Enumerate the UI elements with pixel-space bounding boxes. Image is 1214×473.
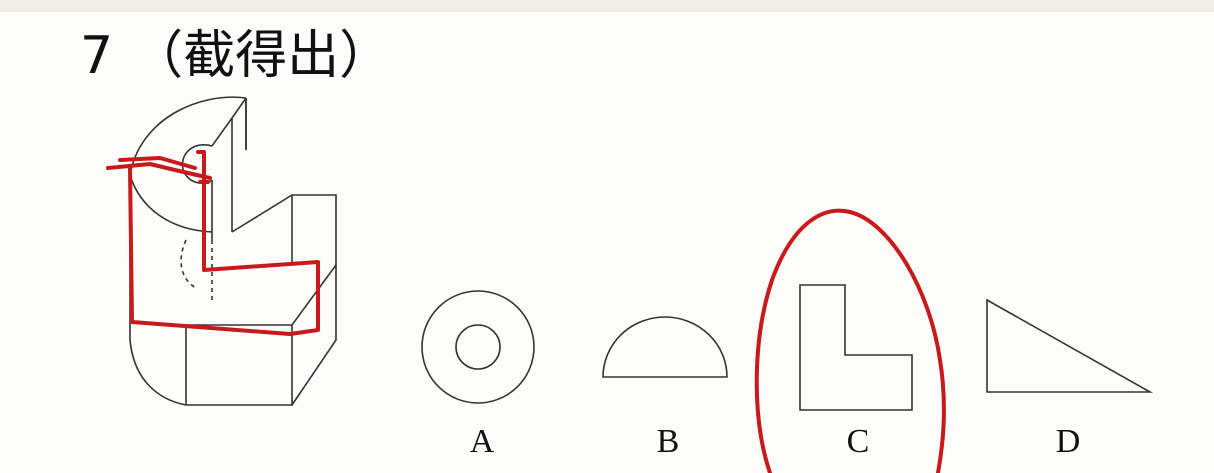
answer-circle-annotation (754, 208, 946, 473)
question-text: （截得出） (131, 26, 392, 86)
question-number: 7 (80, 26, 114, 86)
question-title: 7（截得出） (80, 30, 391, 82)
red-annotation-marks (106, 150, 320, 336)
option-b-label: B (657, 423, 680, 460)
top-edge-bar (0, 0, 1214, 12)
option-c-label: C (847, 423, 870, 460)
option-b-semicircle (602, 316, 728, 378)
option-d-right-triangle (986, 298, 1154, 393)
main-solid-diagram (129, 96, 337, 406)
option-a-ring (421, 290, 535, 404)
option-c-l-shape (799, 284, 913, 411)
option-a-label: A (470, 423, 495, 460)
option-d-label: D (1056, 423, 1081, 460)
